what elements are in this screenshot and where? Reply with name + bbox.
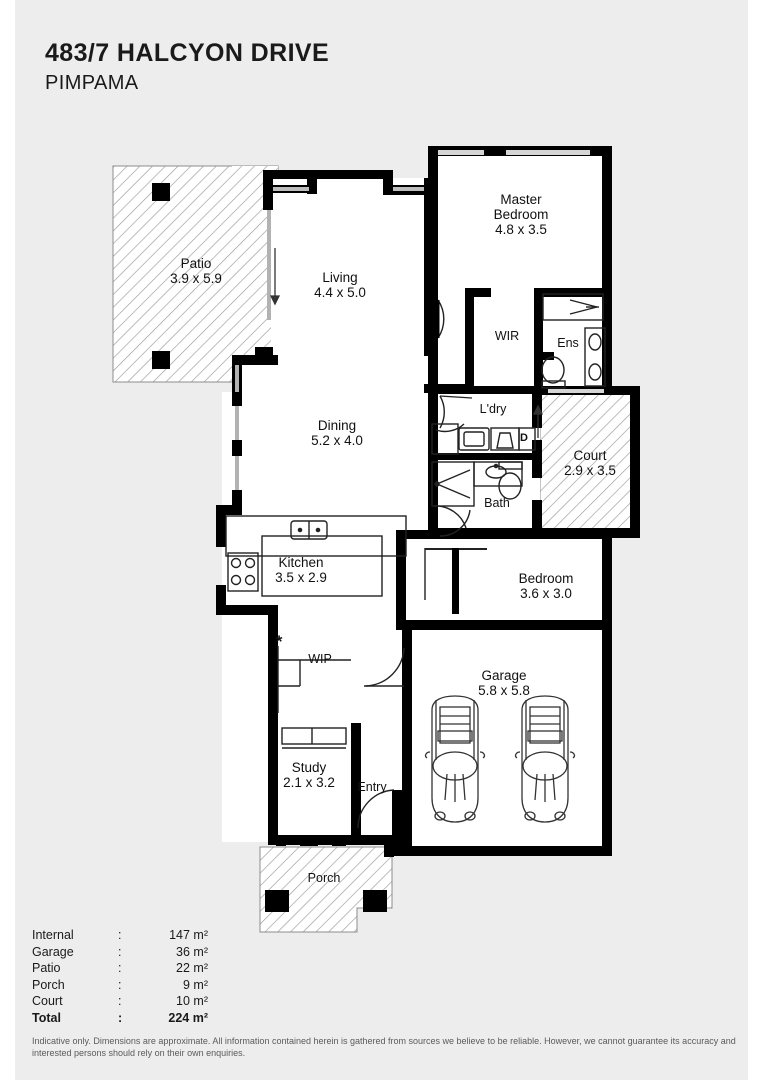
porch-floor [259,846,393,933]
car-right [514,695,576,823]
legend-label-garage: Garage [32,944,74,959]
legend-colon-total: : [118,1010,123,1025]
ens-cistern [541,380,566,389]
legend-row-court: Court : 10 m² [32,994,208,1011]
dryer-box [518,427,536,451]
legend-value-garage: 36 m² [176,944,208,959]
bath-vanity [473,461,523,487]
legend-value-porch: 9 m² [183,977,208,992]
legend-value-total: 224 m² [168,1010,208,1025]
patio-pillar-2 [152,351,170,369]
wir-wall-h [465,288,491,297]
interior-floor [222,152,610,854]
page-subtitle: PIMPAMA [45,72,139,94]
car-left [424,695,486,823]
ens-div [534,352,554,360]
wir-wall-v [465,288,474,360]
page-title: 483/7 HALCYON DRIVE [45,39,330,67]
legend-colon-porch: : [118,977,122,992]
legend-row-internal: Internal : 147 m² [32,928,208,945]
porch-pillar-1 [265,890,289,912]
areas-legend: Internal : 147 m² Garage : 36 m² Patio :… [32,928,208,1027]
ens-toilet-bowl [541,356,565,384]
legend-label-internal: Internal [32,928,74,942]
legend-colon-court: : [118,994,122,1008]
legend-colon-internal: : [118,928,122,942]
legend-colon-patio: : [118,961,122,975]
legend-label-total: Total [32,1010,61,1025]
ens-vanity [584,327,606,387]
bath-cistern [498,461,523,470]
legend-label-porch: Porch [32,977,65,992]
exterior-walls [152,146,640,912]
patio-pillar-1 [152,183,170,201]
slider-arrows [269,248,544,438]
disclaimer-text: Indicative only. Dimensions are approxim… [32,1036,736,1058]
title-block: 483/7 HALCYON DRIVE PIMPAMA [45,38,645,96]
joinery [225,293,606,749]
legend-row-garage: Garage : 36 m² [32,945,208,962]
legend-label-patio: Patio [32,961,61,975]
legend-row-patio: Patio : 22 m² [32,961,208,978]
cooktop [227,552,259,592]
court-floor [539,392,639,537]
ens-wall-v [534,288,543,392]
ens-wall-h [534,288,604,297]
legend-colon-garage: : [118,944,122,959]
legend-label-court: Court [32,994,63,1008]
ens-shower [542,293,604,321]
doors [357,299,473,832]
legend-value-court: 10 m² [176,994,208,1008]
legend-value-internal: 147 m² [169,928,208,942]
porch-pillar-2 [363,890,387,912]
living-slider-frame [267,210,271,320]
legend-row-porch: Porch : 9 m² [32,978,208,995]
garage-cars [424,695,576,823]
legend-row-total: Total : 224 m² [32,1011,208,1028]
bath-toilet-bowl [498,472,522,500]
legend-value-patio: 22 m² [176,961,208,975]
ldry-tub [458,427,490,451]
